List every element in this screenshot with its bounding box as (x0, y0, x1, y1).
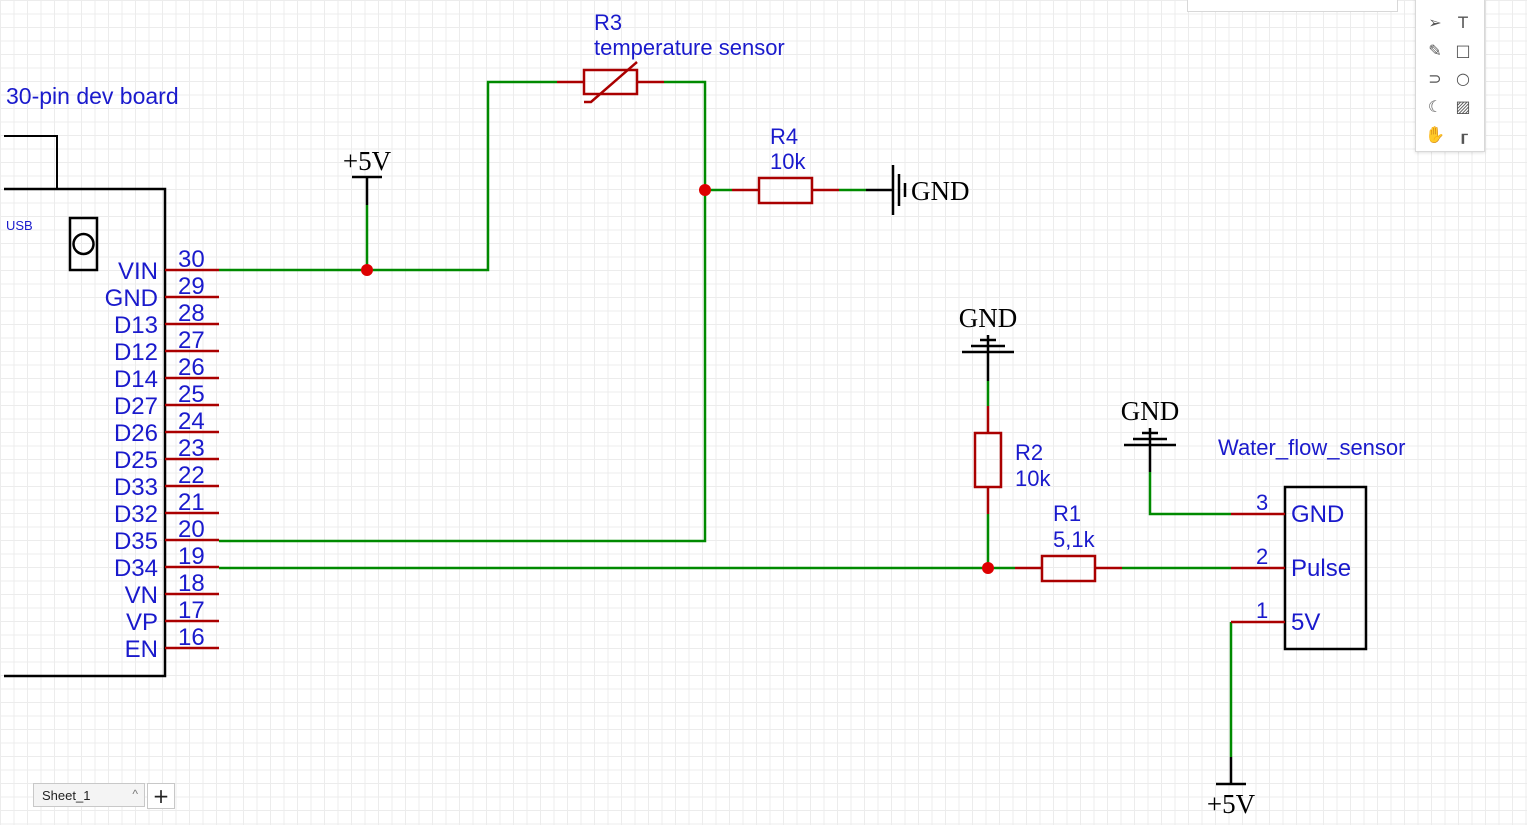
r2-value: 10k (1015, 466, 1051, 491)
r3-body (582, 68, 639, 96)
power-5v-top[interactable]: +5V (343, 146, 392, 205)
gnd-sensor[interactable]: GND (1121, 396, 1180, 472)
pencil-icon[interactable]: ✎ (1428, 40, 1442, 60)
gnd-sensor-label: GND (1121, 396, 1180, 426)
pin-name: D32 (114, 501, 158, 528)
pin-name: D12 (114, 339, 158, 366)
pointer-icon[interactable]: ➢ (1428, 12, 1442, 32)
pin-number: 16 (178, 624, 205, 651)
pin-name: VN (125, 582, 158, 609)
r1-resistor[interactable]: R1 5,1k (1015, 501, 1122, 583)
r4-ref: R4 (770, 124, 798, 149)
r3-value: temperature sensor (594, 35, 785, 60)
pin-name: D35 (114, 528, 158, 555)
sheet-tab[interactable]: Sheet_1 ^ (33, 783, 145, 807)
wire-icon[interactable]: ┎ (1458, 124, 1468, 144)
r2-ref: R2 (1015, 440, 1043, 465)
rectangle-icon[interactable]: □ (1455, 40, 1471, 60)
power-5v-bottom[interactable]: +5V (1207, 757, 1256, 819)
sensor-pin-number: 1 (1256, 598, 1268, 623)
pin-name: GND (105, 285, 158, 312)
drawing-toolbar: ➢ T ✎ □ ⊃ ○ ☾ ▨ ✋ ┎ (1415, 0, 1485, 152)
r3-thermistor[interactable]: R3 temperature sensor (557, 10, 785, 104)
pin-name: VP (126, 609, 158, 636)
pin-name: D27 (114, 393, 158, 420)
sensor-pin-number: 2 (1256, 544, 1268, 569)
r1-value: 5,1k (1053, 527, 1096, 552)
circle-icon[interactable]: ○ (1456, 68, 1470, 88)
r4-value: 10k (770, 149, 806, 174)
pin-name: VIN (118, 258, 158, 285)
pin-name: D26 (114, 420, 158, 447)
and-gate-icon[interactable]: ⊃ (1428, 68, 1442, 88)
button-circle (72, 232, 95, 256)
power-5v-top-label: +5V (343, 146, 392, 176)
sensor-pin-name: GND (1291, 501, 1344, 528)
junction-r3-r4 (699, 184, 711, 196)
pin-number: 28 (178, 300, 205, 327)
wire-gnd-sensor[interactable] (1148, 472, 1231, 516)
pin-number: 23 (178, 435, 205, 462)
sensor-pin-name: Pulse (1291, 555, 1351, 582)
usb-label: USB (6, 218, 33, 233)
r4-body (757, 176, 814, 205)
image-icon[interactable]: ▨ (1455, 96, 1471, 116)
pin-number: 29 (178, 273, 205, 300)
r1-ref: R1 (1053, 501, 1081, 526)
gnd-r4-label: GND (911, 176, 970, 206)
r1-body (1040, 554, 1097, 583)
r4-resistor[interactable]: R4 10k (732, 124, 839, 205)
pin-number: 17 (178, 597, 205, 624)
pin-name: D25 (114, 447, 158, 474)
water-flow-sensor[interactable]: Water_flow_sensor 3 GND 2 Pulse 1 5V (1218, 435, 1405, 651)
sensor-pin-number: 3 (1256, 490, 1268, 515)
arc-icon[interactable]: ☾ (1427, 96, 1443, 116)
top-panel (1187, 0, 1398, 12)
gnd-r4[interactable]: GND (866, 165, 970, 215)
add-sheet-button[interactable]: + (147, 783, 175, 809)
sensor-pins: 3 GND 2 Pulse 1 5V (1231, 490, 1351, 636)
r2-resistor[interactable]: R2 10k (973, 406, 1051, 514)
power-5v-bottom-label: +5V (1207, 789, 1256, 819)
pin-number: 27 (178, 327, 205, 354)
r3-ref: R3 (594, 10, 622, 35)
usb-connector-outline (4, 135, 58, 189)
pin-name: D14 (114, 366, 158, 393)
gnd-r2-label: GND (959, 303, 1018, 333)
button-symbol (68, 216, 99, 272)
sheet-bar: Sheet_1 ^ + (33, 783, 175, 809)
hand-icon[interactable]: ✋ (1425, 124, 1445, 144)
pin-number: 18 (178, 570, 205, 597)
r3-thermal-arrow (584, 61, 638, 104)
pin-name: EN (125, 636, 158, 663)
junction-vin (361, 264, 373, 276)
wires (219, 80, 1233, 757)
r2-body (973, 431, 1003, 489)
pin-number: 24 (178, 408, 205, 435)
pin-name: D33 (114, 474, 158, 501)
pin-number: 20 (178, 516, 205, 543)
pin-number: 26 (178, 354, 205, 381)
sensor-title: Water_flow_sensor (1218, 435, 1405, 460)
pin-number: 25 (178, 381, 205, 408)
pin-name: D34 (114, 555, 158, 582)
text-icon[interactable]: T (1458, 12, 1468, 32)
wire-r3-d35[interactable] (219, 80, 707, 543)
pin-number: 30 (178, 246, 205, 273)
sensor-pin-name: 5V (1291, 609, 1320, 636)
junction-r2-r1 (982, 562, 994, 574)
chevron-up-icon[interactable]: ^ (132, 787, 138, 801)
wire-vin-r3[interactable] (219, 80, 557, 272)
board-title: 30-pin dev board (6, 83, 179, 109)
pin-number: 19 (178, 543, 205, 570)
sheet-tab-label: Sheet_1 (42, 787, 91, 803)
pin-number: 21 (178, 489, 205, 516)
pin-number: 22 (178, 462, 205, 489)
pin-name: D13 (114, 312, 158, 339)
gnd-r2[interactable]: GND (959, 303, 1018, 381)
